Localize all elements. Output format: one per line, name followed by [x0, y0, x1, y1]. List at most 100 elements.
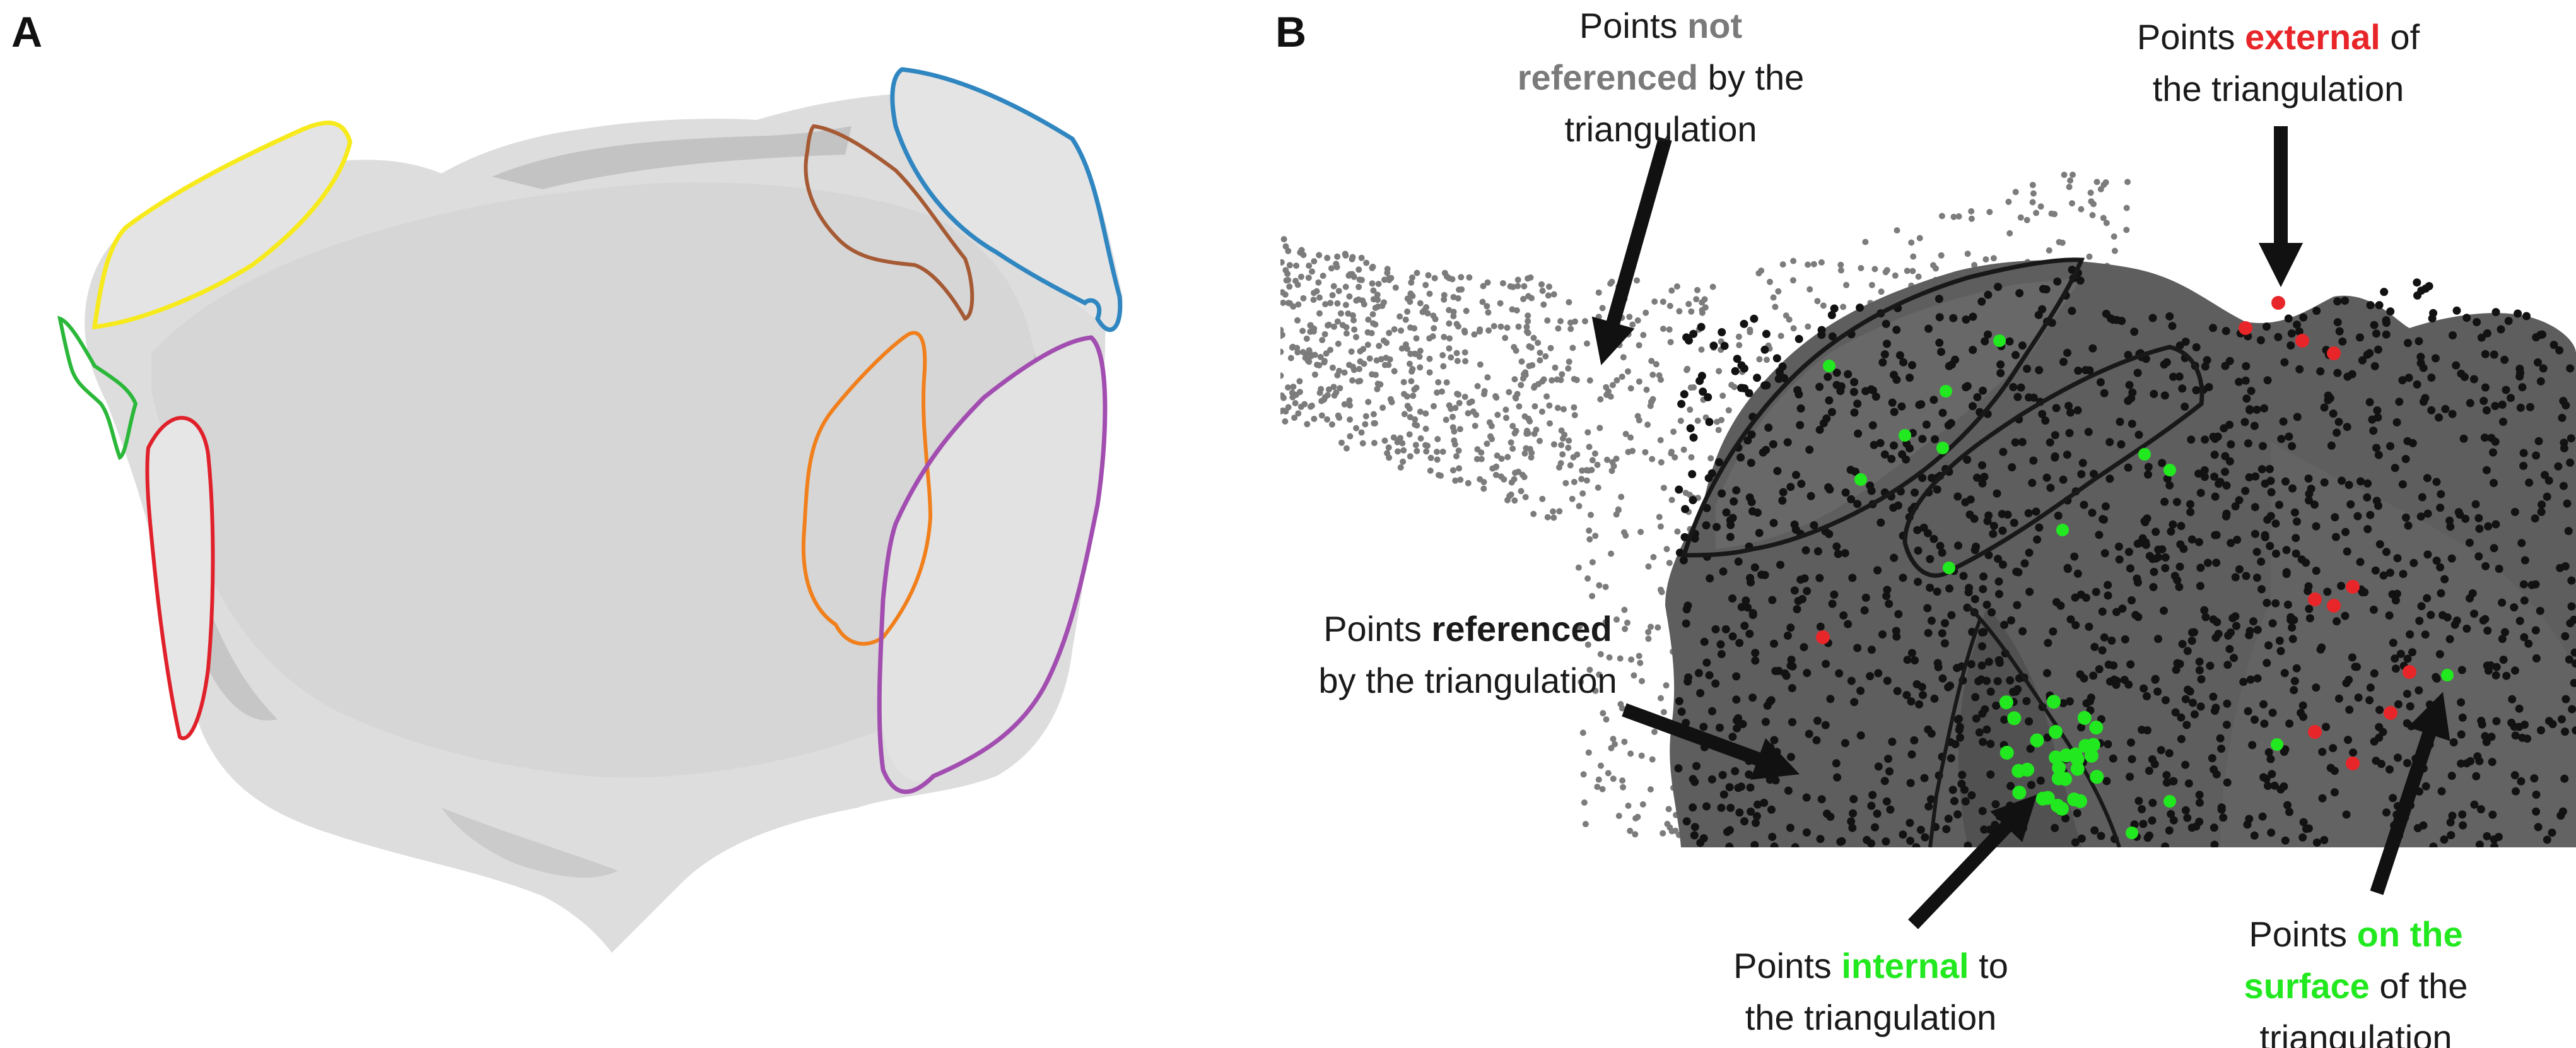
mesh-vertex: [2275, 637, 2284, 645]
mesh-vertex: [2221, 468, 2229, 476]
cloud-point: [1422, 281, 1429, 288]
mesh-vertex: [2239, 678, 2248, 686]
mesh-vertex: [2263, 659, 2271, 668]
mesh-vertex: [1848, 823, 1857, 832]
cloud-point: [1294, 317, 1301, 324]
cloud-point: [1619, 333, 1626, 339]
cloud-point: [1516, 403, 1523, 410]
mesh-vertex: [2244, 439, 2252, 448]
cloud-point: [1674, 528, 1681, 535]
mesh-vertex: [2523, 734, 2532, 743]
cloud-point: [1571, 412, 1578, 418]
mesh-vertex: [1910, 736, 1919, 745]
mesh-vertex: [1919, 523, 1928, 532]
surface-point: [2126, 827, 2138, 839]
mesh-vertex: [2548, 828, 2556, 837]
cloud-point: [1351, 326, 1358, 333]
mesh-vertex: [1929, 396, 1938, 404]
cloud-point: [1413, 335, 1420, 342]
cloud-point: [1530, 334, 1537, 341]
cloud-point: [1328, 421, 1335, 428]
cloud-point: [1377, 381, 1384, 388]
mesh-vertex: [2235, 565, 2244, 574]
cloud-point: [1664, 820, 1671, 827]
cloud-point: [1559, 435, 1566, 442]
cloud-point: [1349, 377, 1355, 384]
mesh-vertex: [1764, 423, 1773, 432]
mesh-vertex: [2320, 835, 2329, 844]
mesh-vertex: [2073, 569, 2082, 578]
cloud-point: [1619, 374, 1625, 380]
mesh-vertex: [2355, 333, 2364, 342]
mesh-vertex: [1956, 733, 1964, 742]
mesh-vertex: [2082, 699, 2091, 708]
mesh-vertex: [1977, 675, 1986, 684]
mesh-vertex: [1970, 546, 1979, 555]
cloud-point: [1552, 364, 1559, 371]
mesh-vertex: [2510, 666, 2519, 675]
mesh-vertex: [1947, 754, 1955, 763]
cloud-point: [1494, 411, 1501, 418]
mesh-vertex: [2107, 636, 2116, 645]
cloud-point: [1579, 729, 1586, 736]
mesh-vertex: [2544, 476, 2553, 485]
mesh-vertex: [1810, 521, 1818, 529]
mesh-vertex: [2158, 545, 2167, 554]
cloud-point: [1413, 384, 1420, 391]
mesh-vertex: [1953, 715, 1962, 724]
mesh-vertex: [2195, 817, 2204, 826]
mesh-vertex: [1995, 659, 2004, 667]
mesh-vertex: [2268, 619, 2277, 628]
mesh-vertex: [2519, 449, 2528, 457]
mesh-vertex: [1963, 456, 1972, 464]
mesh-vertex: [2345, 705, 2354, 714]
mesh-vertex: [1927, 729, 1936, 738]
cloud-point: [1390, 434, 1397, 441]
cloud-point: [1840, 303, 1847, 310]
cloud-point: [1381, 437, 1388, 444]
surface-point: [1943, 562, 1955, 574]
cloud-point: [1369, 264, 1376, 271]
mesh-vertex: [1963, 382, 1972, 391]
mesh-vertex: [2482, 466, 2491, 474]
mesh-vertex: [1966, 495, 1975, 504]
cloud-point: [1280, 236, 1287, 243]
mesh-vertex: [1716, 723, 1724, 732]
mesh-vertex: [1883, 586, 1892, 594]
cloud-point: [1336, 415, 1343, 421]
mesh-vertex: [1822, 659, 1830, 668]
mesh-vertex: [2382, 808, 2391, 817]
mesh-vertex: [1699, 834, 1708, 843]
cloud-point: [2123, 204, 2130, 211]
cloud-point: [1376, 343, 1383, 350]
cloud-point: [1604, 456, 1610, 463]
mesh-vertex: [2491, 402, 2500, 410]
cloud-point: [1677, 418, 1684, 424]
mesh-vertex: [2421, 630, 2430, 639]
mesh-vertex: [2267, 828, 2276, 837]
cloud-point: [1427, 468, 1434, 474]
mesh-vertex: [2349, 748, 2357, 757]
cloud-point: [1595, 314, 1602, 321]
mesh-vertex: [2196, 563, 2205, 572]
mesh-vertex: [2054, 511, 2063, 520]
mesh-vertex: [1880, 350, 1889, 359]
cloud-point: [1557, 377, 1564, 384]
mesh-vertex: [1980, 825, 1989, 834]
cloud-point: [1480, 479, 1487, 485]
mesh-vertex: [2181, 806, 2190, 815]
mesh-vertex: [1962, 315, 1970, 324]
cloud-point: [1584, 641, 1591, 648]
mesh-vertex: [2556, 563, 2565, 572]
cloud-point: [1414, 447, 1420, 454]
cloud-point: [2006, 230, 2013, 237]
mesh-vertex: [1800, 574, 1809, 583]
mesh-vertex: [2537, 507, 2546, 516]
mesh-vertex: [1796, 421, 1805, 430]
mesh-vertex: [2566, 458, 2575, 467]
mesh-vertex: [2114, 542, 2123, 551]
cloud-point: [1407, 350, 1414, 357]
mesh-vertex: [2252, 574, 2261, 582]
cloud-point: [1355, 296, 1362, 303]
cloud-point: [1423, 448, 1430, 455]
